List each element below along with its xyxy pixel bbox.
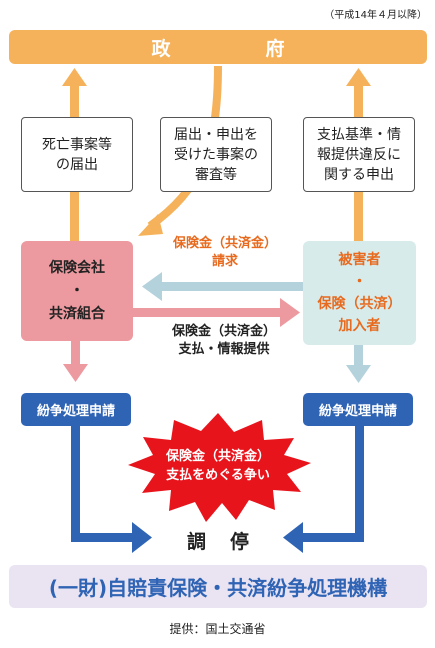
burst-text-line2: 支払をめぐる争い bbox=[166, 468, 270, 483]
insurer-box: 保険会社 ・ 共済組合 bbox=[21, 241, 133, 341]
claim-label: 保険金（共済金） 請求 bbox=[150, 235, 300, 271]
government-label: 政 府 bbox=[151, 37, 323, 60]
victim-line1: 被害者 bbox=[338, 252, 381, 268]
note-review-line1: 届出・申出を bbox=[174, 126, 258, 143]
note-review-line3: 審査等 bbox=[195, 166, 237, 183]
dispute-burst bbox=[128, 413, 311, 522]
note-death-report: 死亡事案等 の届出 bbox=[21, 117, 133, 192]
dispute-application-right-label: 紛争処理申請 bbox=[318, 404, 397, 419]
dispute-application-left-label: 紛争処理申請 bbox=[36, 404, 115, 419]
victim-dot: ・ bbox=[352, 274, 367, 290]
burst-text-line1: 保険金（共済金） bbox=[165, 449, 270, 464]
note-review: 届出・申出を 受けた事案の 審査等 bbox=[160, 117, 272, 192]
dispute-application-right: 紛争処理申請 bbox=[303, 393, 413, 426]
note-violation-line1: 支払基準・情 bbox=[317, 126, 401, 143]
arrow-right-dispute-to-mediation bbox=[283, 425, 364, 553]
arrow-claim bbox=[142, 272, 303, 301]
note-death-report-line1: 死亡事案等 bbox=[42, 136, 112, 153]
arrow-left-dispute-to-mediation bbox=[71, 425, 152, 553]
government-bar: 政 府 bbox=[9, 30, 427, 64]
arrow-payment bbox=[133, 298, 300, 327]
claim-label-line1: 保険金（共済金） bbox=[172, 236, 277, 251]
mediation-label: 調停 bbox=[186, 531, 273, 553]
victim-box: 被害者 ・ 保険（共済） 加入者 bbox=[303, 241, 416, 345]
insurer-dot: ・ bbox=[70, 282, 84, 299]
payment-label: 保険金（共済金） 支払・情報提供 bbox=[148, 323, 300, 359]
victim-line2: 保険（共済） bbox=[317, 296, 402, 312]
arrow-victim-to-dispute bbox=[346, 345, 371, 383]
dispute-application-left: 紛争処理申請 bbox=[21, 393, 131, 426]
payment-label-line2: 支払・情報提供 bbox=[178, 342, 270, 357]
note-review-line2: 受けた事案の bbox=[174, 146, 258, 163]
note-violation-report: 支払基準・情 報提供違反に 関する申出 bbox=[303, 117, 415, 192]
insurer-line2: 共済組合 bbox=[49, 305, 105, 322]
claim-label-line2: 請求 bbox=[211, 254, 238, 269]
note-violation-line2: 報提供違反に bbox=[317, 146, 401, 163]
date-note: （平成14年４月以降） bbox=[324, 10, 427, 21]
insurer-line1: 保険会社 bbox=[49, 259, 105, 276]
burst-text: 保険金（共済金） 支払をめぐる争い bbox=[118, 447, 318, 485]
victim-line3: 加入者 bbox=[338, 318, 381, 334]
note-violation-line3: 関する申出 bbox=[324, 166, 394, 183]
source-credit: 提供：国土交通省 bbox=[169, 622, 266, 636]
organization-bar: (一財)自賠責保険・共済紛争処理機構 bbox=[9, 565, 427, 608]
payment-label-line1: 保険金（共済金） bbox=[171, 324, 276, 339]
arrow-insurer-to-dispute bbox=[63, 341, 88, 382]
organization-label: (一財)自賠責保険・共済紛争処理機構 bbox=[48, 576, 388, 600]
note-death-report-line2: の届出 bbox=[56, 156, 98, 173]
arrow-government-to-insurer-head bbox=[138, 214, 163, 236]
